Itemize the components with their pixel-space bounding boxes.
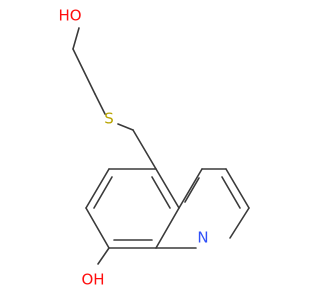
side-chain-bonds bbox=[72, 27, 157, 170]
bond-c4a-c5-inner bbox=[151, 176, 171, 209]
bond-c8a-c4a bbox=[155, 207, 180, 249]
pyridine-ring-bonds bbox=[155, 168, 250, 249]
bond-c3-c2-inner bbox=[221, 176, 241, 209]
bond-c4-c4a-inner bbox=[184, 177, 200, 203]
bond-c2-s bbox=[94, 93, 106, 115]
bond-o-c1 bbox=[72, 27, 80, 50]
sulfur-label: S bbox=[104, 110, 114, 128]
molecule-diagram: HO S N OH bbox=[58, 7, 250, 289]
hydroxyl-top-label: HO bbox=[58, 7, 81, 25]
bond-c4a-c5 bbox=[155, 168, 180, 209]
bond-c7-c8 bbox=[85, 207, 110, 249]
bond-c8-oh bbox=[97, 247, 110, 265]
bond-c6-c7 bbox=[85, 168, 110, 209]
benzene-ring-bonds bbox=[85, 168, 180, 249]
bond-c2-n bbox=[229, 207, 250, 239]
bond-c6-c7-inner bbox=[93, 176, 113, 209]
hydroxyl-bottom-label: OH bbox=[81, 271, 104, 289]
bond-c3-c5 bbox=[132, 129, 157, 170]
bond-s-c3 bbox=[117, 123, 134, 131]
bond-c1-c2 bbox=[72, 48, 96, 95]
bond-c3-c2 bbox=[225, 168, 250, 209]
nitrogen-label: N bbox=[197, 229, 208, 247]
bond-c4a-c4 bbox=[178, 168, 203, 209]
